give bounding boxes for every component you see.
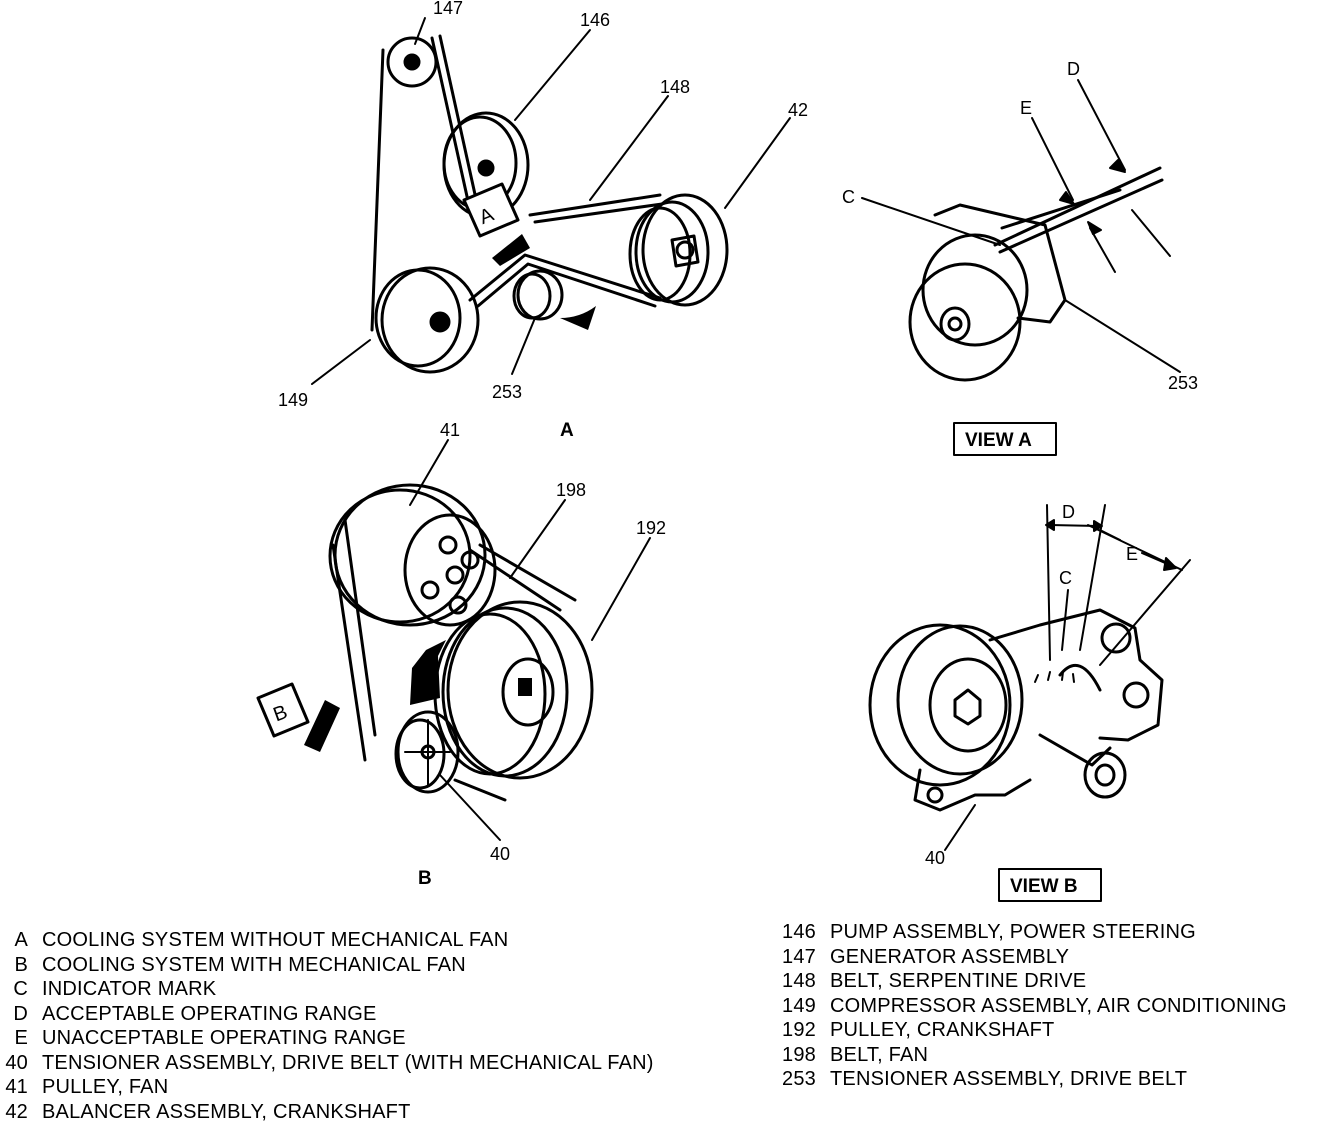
legend-code: C xyxy=(13,978,28,1000)
view-b-label: VIEW B xyxy=(1010,876,1078,897)
legend-text: TENSIONER ASSEMBLY, DRIVE BELT xyxy=(830,1068,1188,1090)
crankshaft-balancer-42 xyxy=(628,193,729,307)
callout-198: 198 xyxy=(556,480,586,500)
legend-code: 41 xyxy=(5,1076,28,1098)
legend-text: GENERATOR ASSEMBLY xyxy=(830,945,1070,968)
legend-text: PUMP ASSEMBLY, POWER STEERING xyxy=(830,921,1196,943)
legend-code: A xyxy=(14,929,28,951)
legend-code: 198 xyxy=(782,1043,816,1066)
panel-b-leaders xyxy=(409,439,651,841)
rotation-arrow xyxy=(410,640,446,705)
legend-text: UNACCEPTABLE OPERATING RANGE xyxy=(42,1027,406,1049)
callout-192: 192 xyxy=(636,518,666,538)
legend-code: 253 xyxy=(782,1068,816,1090)
callout-147: 147 xyxy=(433,0,463,18)
callout-view-b-d: D xyxy=(1062,502,1075,522)
legend-code: 192 xyxy=(782,1019,816,1041)
legend-item: E UNACCEPTABLE OPERATING RANGE xyxy=(0,1026,654,1051)
legend-item: 40 TENSIONER ASSEMBLY, DRIVE BELT (WITH M… xyxy=(0,1051,654,1076)
callout-146: 146 xyxy=(580,10,610,30)
view-a-leaders xyxy=(861,79,1181,373)
direction-box-b xyxy=(256,682,340,752)
fan-pulley-41 xyxy=(328,483,497,627)
callout-view-b-40: 40 xyxy=(925,848,945,868)
legend-text: COOLING SYSTEM WITHOUT MECHANICAL FAN xyxy=(42,929,509,951)
legend-code: 148 xyxy=(782,970,816,992)
legend-item: 41 PULLEY, FAN xyxy=(0,1075,654,1100)
legend-text: PULLEY, FAN xyxy=(42,1076,169,1098)
legend-item: 148 BELT, SERPENTINE DRIVE xyxy=(776,969,1287,994)
panel-b-drawing xyxy=(256,483,594,802)
legend-text: ACCEPTABLE OPERATING RANGE xyxy=(42,1002,377,1025)
view-b-drawing xyxy=(868,608,1164,812)
callout-view-a-e: E xyxy=(1020,98,1032,118)
legend-text: BALANCER ASSEMBLY, CRANKSHAFT xyxy=(42,1100,411,1123)
callout-41: 41 xyxy=(440,420,460,440)
legend-item: 149 COMPRESSOR ASSEMBLY, AIR CONDITIONING xyxy=(776,994,1287,1019)
direction-box-a xyxy=(462,182,530,266)
legend-code: 146 xyxy=(782,921,816,943)
crankshaft-pulley-192 xyxy=(433,600,594,780)
callout-view-a-c: C xyxy=(842,187,855,207)
panel-a-drawing xyxy=(370,34,729,374)
legend-item: C INDICATOR MARK xyxy=(0,977,654,1002)
view-a-drawing xyxy=(908,166,1164,382)
legend-code: D xyxy=(13,1002,28,1025)
serpentine-belt-148 xyxy=(370,34,664,332)
ac-compressor-149 xyxy=(374,266,480,374)
legend-item: 147 GENERATOR ASSEMBLY xyxy=(776,945,1287,970)
callout-42: 42 xyxy=(788,100,808,120)
belt-tensioner-253 xyxy=(512,269,596,330)
legend-code: 42 xyxy=(5,1100,28,1123)
legend-item: 253 TENSIONER ASSEMBLY, DRIVE BELT xyxy=(776,1067,1287,1092)
legend-item: 146 PUMP ASSEMBLY, POWER STEERING xyxy=(776,920,1287,945)
legend-text: INDICATOR MARK xyxy=(42,978,217,1000)
panel-b-letter: B xyxy=(418,868,432,889)
legend-text: COOLING SYSTEM WITH MECHANICAL FAN xyxy=(42,953,466,976)
callout-149: 149 xyxy=(278,390,308,410)
legend-text: BELT, SERPENTINE DRIVE xyxy=(830,970,1087,992)
legend-code: 40 xyxy=(5,1051,28,1074)
panel-a-leaders xyxy=(311,17,791,385)
legend-item: B COOLING SYSTEM WITH MECHANICAL FAN xyxy=(0,953,654,978)
legend-code: B xyxy=(14,953,28,976)
view-b-box xyxy=(998,868,1102,902)
callout-40: 40 xyxy=(490,844,510,864)
legend-text: TENSIONER ASSEMBLY, DRIVE BELT (WITH MEC… xyxy=(42,1051,654,1074)
legend-text: BELT, FAN xyxy=(830,1043,929,1066)
panel-a-letter: A xyxy=(560,420,574,441)
view-a-label: VIEW A xyxy=(965,430,1032,451)
view-b-leaders xyxy=(944,504,1191,851)
legend-item: D ACCEPTABLE OPERATING RANGE xyxy=(0,1002,654,1027)
legend-text: COMPRESSOR ASSEMBLY, AIR CONDITIONING xyxy=(830,994,1287,1017)
legend-right: 146 PUMP ASSEMBLY, POWER STEERING 147 GENER… xyxy=(776,920,1287,1092)
view-a-box xyxy=(953,422,1057,456)
callout-view-b-e: E xyxy=(1126,544,1138,564)
generator-pulley-147 xyxy=(386,36,438,88)
legend-text: PULLEY, CRANKSHAFT xyxy=(830,1019,1055,1041)
callout-view-b-c: C xyxy=(1059,568,1072,588)
callout-148: 148 xyxy=(660,77,690,97)
callout-view-a-253: 253 xyxy=(1168,373,1198,393)
legend-item: 42 BALANCER ASSEMBLY, CRANKSHAFT xyxy=(0,1100,654,1125)
legend-code: E xyxy=(14,1027,28,1049)
legend-item: A COOLING SYSTEM WITHOUT MECHANICAL FAN xyxy=(0,928,654,953)
callout-view-a-d: D xyxy=(1067,59,1080,79)
legend-code: 147 xyxy=(782,945,816,968)
legend-code: 149 xyxy=(782,994,816,1017)
belt-tensioner-40 xyxy=(394,710,460,794)
legend-item: 192 PULLEY, CRANKSHAFT xyxy=(776,1018,1287,1043)
callout-253: 253 xyxy=(492,382,522,402)
legend-item: 198 BELT, FAN xyxy=(776,1043,1287,1068)
